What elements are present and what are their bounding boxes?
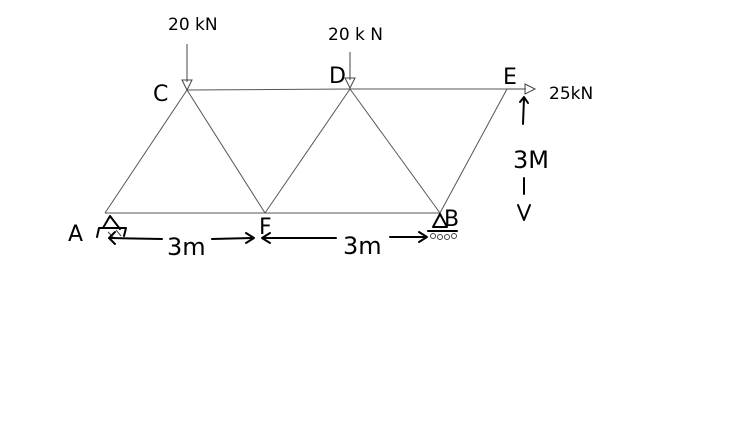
span-fb-label: 3m xyxy=(343,232,382,260)
roller-wheel xyxy=(444,234,450,240)
load-label-d: 20 k N xyxy=(328,25,383,45)
member-cd xyxy=(186,88,351,91)
node-label-e: E xyxy=(503,65,517,90)
roller-wheel xyxy=(430,233,436,239)
span-fb-dimension-arrows xyxy=(261,231,428,244)
height-dimension-arrows xyxy=(517,96,531,221)
load-label-c: 20 kN xyxy=(168,15,218,35)
member-ac xyxy=(104,89,188,214)
roller-support-b xyxy=(427,213,458,240)
node-label-a: A xyxy=(68,222,83,247)
truss-members xyxy=(104,88,508,214)
member-be xyxy=(439,88,508,214)
load-arrow-e xyxy=(507,83,537,95)
member-cf xyxy=(186,89,266,214)
height-dimension-label: 3M xyxy=(513,146,549,174)
roller-wheel xyxy=(437,234,443,240)
span-af-label: 3m xyxy=(167,233,206,261)
member-db xyxy=(349,88,441,214)
load-label-e: 25kN xyxy=(549,84,593,104)
load-arrow-d xyxy=(344,52,356,90)
node-label-c: C xyxy=(153,82,168,107)
member-fd xyxy=(264,88,351,214)
node-label-d: D xyxy=(329,64,346,89)
node-label-b: B xyxy=(444,207,459,232)
load-arrow-c xyxy=(181,44,193,92)
roller-wheel xyxy=(451,233,457,239)
span-af-dimension-arrows xyxy=(108,231,255,245)
